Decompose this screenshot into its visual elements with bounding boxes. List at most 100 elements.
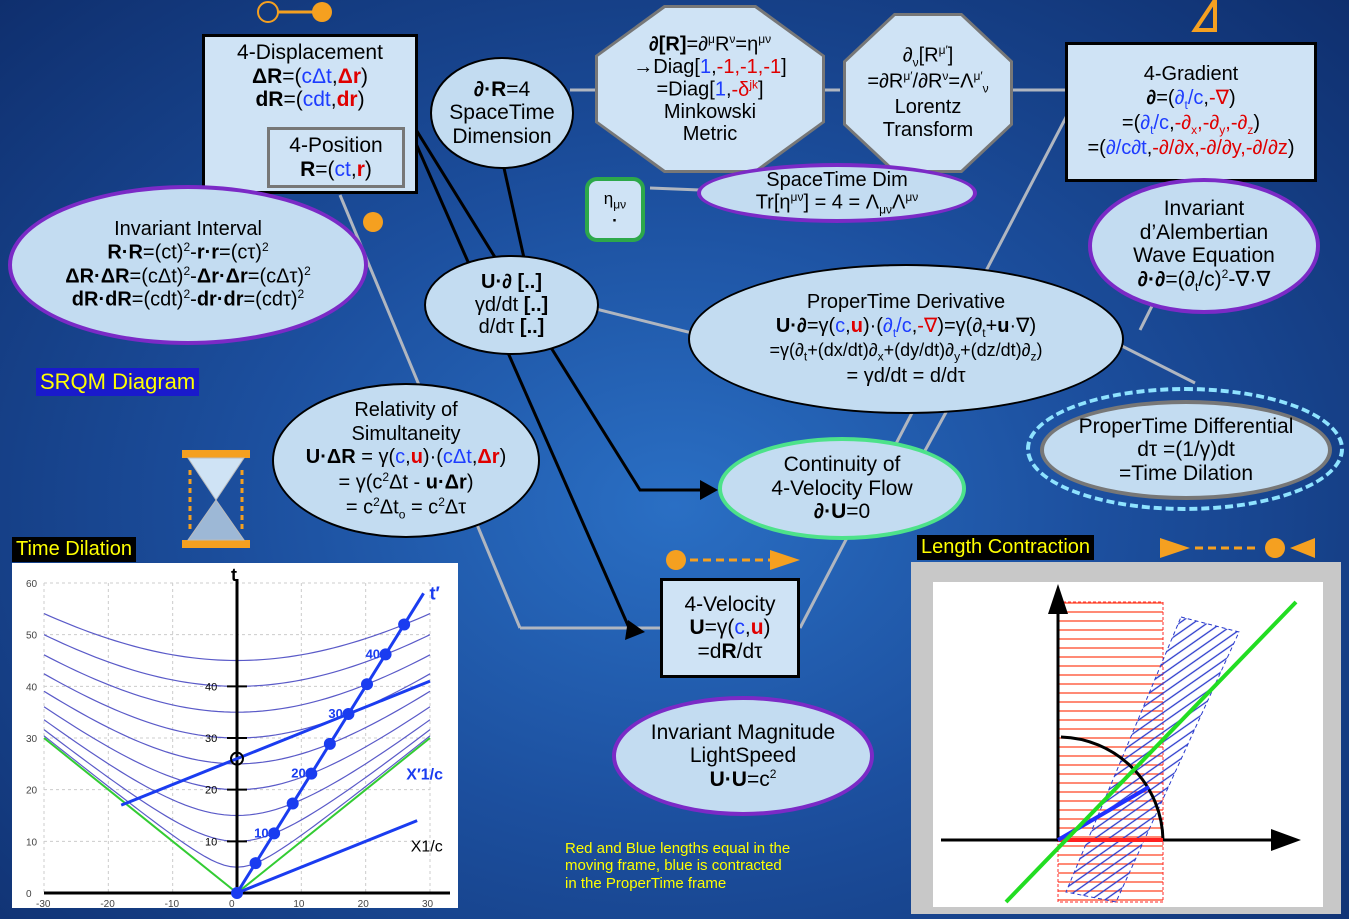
dimension-line3: Dimension	[452, 124, 552, 148]
x-axis-label: X1/c	[411, 839, 443, 856]
proper-diff-line3: =Time Dilation	[1118, 461, 1254, 485]
eta-dot: ·	[612, 211, 618, 231]
proper-deriv-line2: U·∂=γ(c,u)·(∂t/c,-∇)=γ(∂t+u·∇)	[775, 314, 1037, 340]
proper-deriv-ellipse: ProperTime Derivative U·∂=γ(c,u)·(∂t/c,-…	[688, 264, 1124, 414]
dalembertian-line4: ∂·∂=(∂t/c)2-∇·∇	[1137, 266, 1271, 295]
point-label: 30	[328, 706, 342, 721]
magnitude-ellipse: Invariant Magnitude LightSpeed U·U=c2	[612, 696, 874, 816]
minkowski-line5: Metric	[682, 122, 738, 145]
position-box: 4-Position R=(ct,r)	[267, 127, 405, 188]
minkowski-line3: =Diag[1,-δjk]	[656, 77, 764, 101]
spacetime-dim-line2: Tr[ημν] = 4 = ΛμνΛμν	[755, 189, 919, 217]
continuity-ellipse: Continuity of 4-Velocity Flow ∂·U=0	[718, 437, 966, 540]
time-dilation-label: Time Dilation	[12, 537, 136, 562]
continuity-line2: 4-Velocity Flow	[771, 476, 913, 500]
velocity-line3: =dR/dτ	[697, 639, 763, 663]
spacetime-dim-line1: SpaceTime Dim	[766, 168, 908, 191]
y-tick-label: 60	[26, 579, 38, 590]
displacement-delta-formula: ΔR=(cΔt,Δr)	[251, 64, 369, 88]
proper-diff-ellipse: ProperTime Differential dτ =(1/γ)dt =Tim…	[1040, 400, 1332, 500]
x-tick-label: 10	[293, 899, 305, 908]
orange-link-icon	[257, 1, 332, 23]
proper-diff-line1: ProperTime Differential	[1078, 414, 1294, 438]
t-prime-label: t′	[430, 583, 440, 603]
gradient-line2: ∂=(∂t/c,-∇)	[1146, 86, 1236, 112]
minkowski-line2: →Diag[1,-1,-1,-1]	[633, 56, 787, 78]
light-cone-right	[236, 737, 431, 894]
proper-deriv-title: ProperTime Derivative	[806, 290, 1006, 313]
u-dot-d-line3: d/dτ [..]	[478, 316, 545, 339]
y-tick-label: 10	[26, 837, 38, 848]
lorentz-line1: ∂ν[Rμ′]	[902, 42, 954, 70]
magnitude-line2: LightSpeed	[689, 744, 797, 768]
y-tick-label: 30	[26, 734, 38, 745]
hourglass-icon	[182, 450, 250, 548]
note-line2: moving frame, blue is contracted	[565, 857, 782, 875]
u-dot-d-ellipse: U·∂ [..] γd/dt [..] d/dτ [..]	[424, 255, 599, 355]
relativity-line4: = γ(c2Δt - u·Δr)	[338, 469, 474, 494]
x-prime-axis	[236, 819, 418, 895]
position-title: 4-Position	[289, 133, 383, 157]
srqm-label: SRQM Diagram	[36, 368, 200, 396]
lorentz-line2: =∂Rμ′/∂Rν=Λμ′ν	[867, 69, 989, 96]
lorentz-octagon: ∂ν[Rμ′] =∂Rμ′/∂Rν=Λμ′ν Lorentz Transform	[843, 13, 1013, 173]
orange-arrow-icon	[666, 550, 800, 570]
gradient-box: 4-Gradient ∂=(∂t/c,-∇) =(∂t/c,-∂x,-∂y,-∂…	[1065, 42, 1317, 182]
orange-dot-icon	[363, 212, 383, 232]
interval-ellipse: Invariant Interval R·R=(ct)2-r·r=(cτ)2 Δ…	[8, 185, 368, 345]
worldline-point	[342, 708, 355, 721]
x-tick-label: 0	[229, 899, 235, 908]
interval-line3: ΔR·ΔR=(cΔt)2-Δr·Δr=(cΔτ)2	[65, 263, 311, 288]
velocity-box: 4-Velocity U=γ(c,u) =dR/dτ	[660, 578, 800, 678]
magnitude-line1: Invariant Magnitude	[650, 720, 836, 744]
t-axis-tick-label: 30	[205, 733, 217, 745]
worldline-point	[249, 857, 262, 870]
y-tick-label: 50	[26, 631, 38, 642]
spacetime-dim-ellipse: SpaceTime Dim Tr[ημν] = 4 = ΛμνΛμν	[697, 163, 977, 223]
t-axis-tick-label: 20	[205, 785, 217, 797]
lorentz-line3: Lorentz	[894, 96, 962, 119]
continuity-line1: Continuity of	[783, 453, 901, 477]
y-tick-label: 0	[26, 889, 32, 900]
relativity-ellipse: Relativity of Simultaneity U·ΔR = γ(c,u)…	[272, 383, 540, 538]
dalembertian-ellipse: Invariant d’Alembertian Wave Equation ∂·…	[1088, 178, 1320, 314]
proper-diff-line2: dτ =(1/γ)dt	[1137, 438, 1235, 462]
gradient-title: 4-Gradient	[1143, 63, 1239, 86]
worldline-point	[286, 797, 299, 810]
eta-badge: ημν ·	[585, 177, 645, 242]
dimension-formula: ∂·R=4	[473, 77, 531, 101]
displacement-title: 4-Displacement	[237, 41, 383, 64]
interval-line2: R·R=(ct)2-r·r=(cτ)2	[107, 240, 269, 264]
worldline-point	[231, 887, 243, 899]
length-contraction-svg	[933, 582, 1323, 907]
interval-line4: dR·dR=(cdt)2-dr·dr=(cdτ)2	[71, 287, 305, 311]
u-dot-d-line2: γd/dt [..]	[474, 293, 549, 316]
simultaneity-line	[120, 679, 431, 807]
proper-deriv-line3: =γ(∂t+(dx/dt)∂x+(dy/dt)∂y+(dz/dt)∂z)	[769, 340, 1043, 364]
x-tick-label: 20	[358, 899, 370, 908]
simultaneity-point	[230, 751, 244, 766]
t-axis-tick-label: 10	[205, 836, 217, 848]
point-label: 40	[366, 646, 380, 661]
worldline-point	[268, 827, 281, 840]
dalembertian-line2: d’Alembertian	[1139, 220, 1269, 244]
proper-diff-dashed-ring	[1026, 387, 1344, 511]
position-formula: R=(ct,r)	[300, 157, 372, 181]
displacement-differential-formula: dR=(cdt,dr)	[255, 88, 365, 112]
t-axis-tick-label: 40	[205, 681, 217, 693]
worldline-point	[398, 618, 411, 631]
continuity-line3: ∂·U=0	[813, 500, 871, 524]
x-tick-label: -30	[36, 899, 51, 908]
interval-title: Invariant Interval	[114, 218, 262, 241]
gradient-line4: =(∂/c∂t,-∂/∂x,-∂/∂y,-∂/∂z)	[1087, 137, 1295, 160]
dalembertian-line1: Invariant	[1163, 197, 1245, 221]
note-line1: Red and Blue lengths equal in the	[565, 840, 791, 857]
triangle-icon	[1191, 0, 1217, 32]
minkowski-octagon: ∂[R]=∂μRν=ημν →Diag[1,-1,-1,-1] =Diag[1,…	[595, 5, 825, 173]
worldline-point	[323, 737, 336, 750]
proper-deriv-line4: = γd/dt = d/dτ	[846, 365, 966, 388]
relativity-line5: = c2Δto = c2Δτ	[345, 495, 467, 522]
x-prime-label: X′1/c	[406, 766, 443, 783]
point-label: 10	[254, 825, 268, 840]
